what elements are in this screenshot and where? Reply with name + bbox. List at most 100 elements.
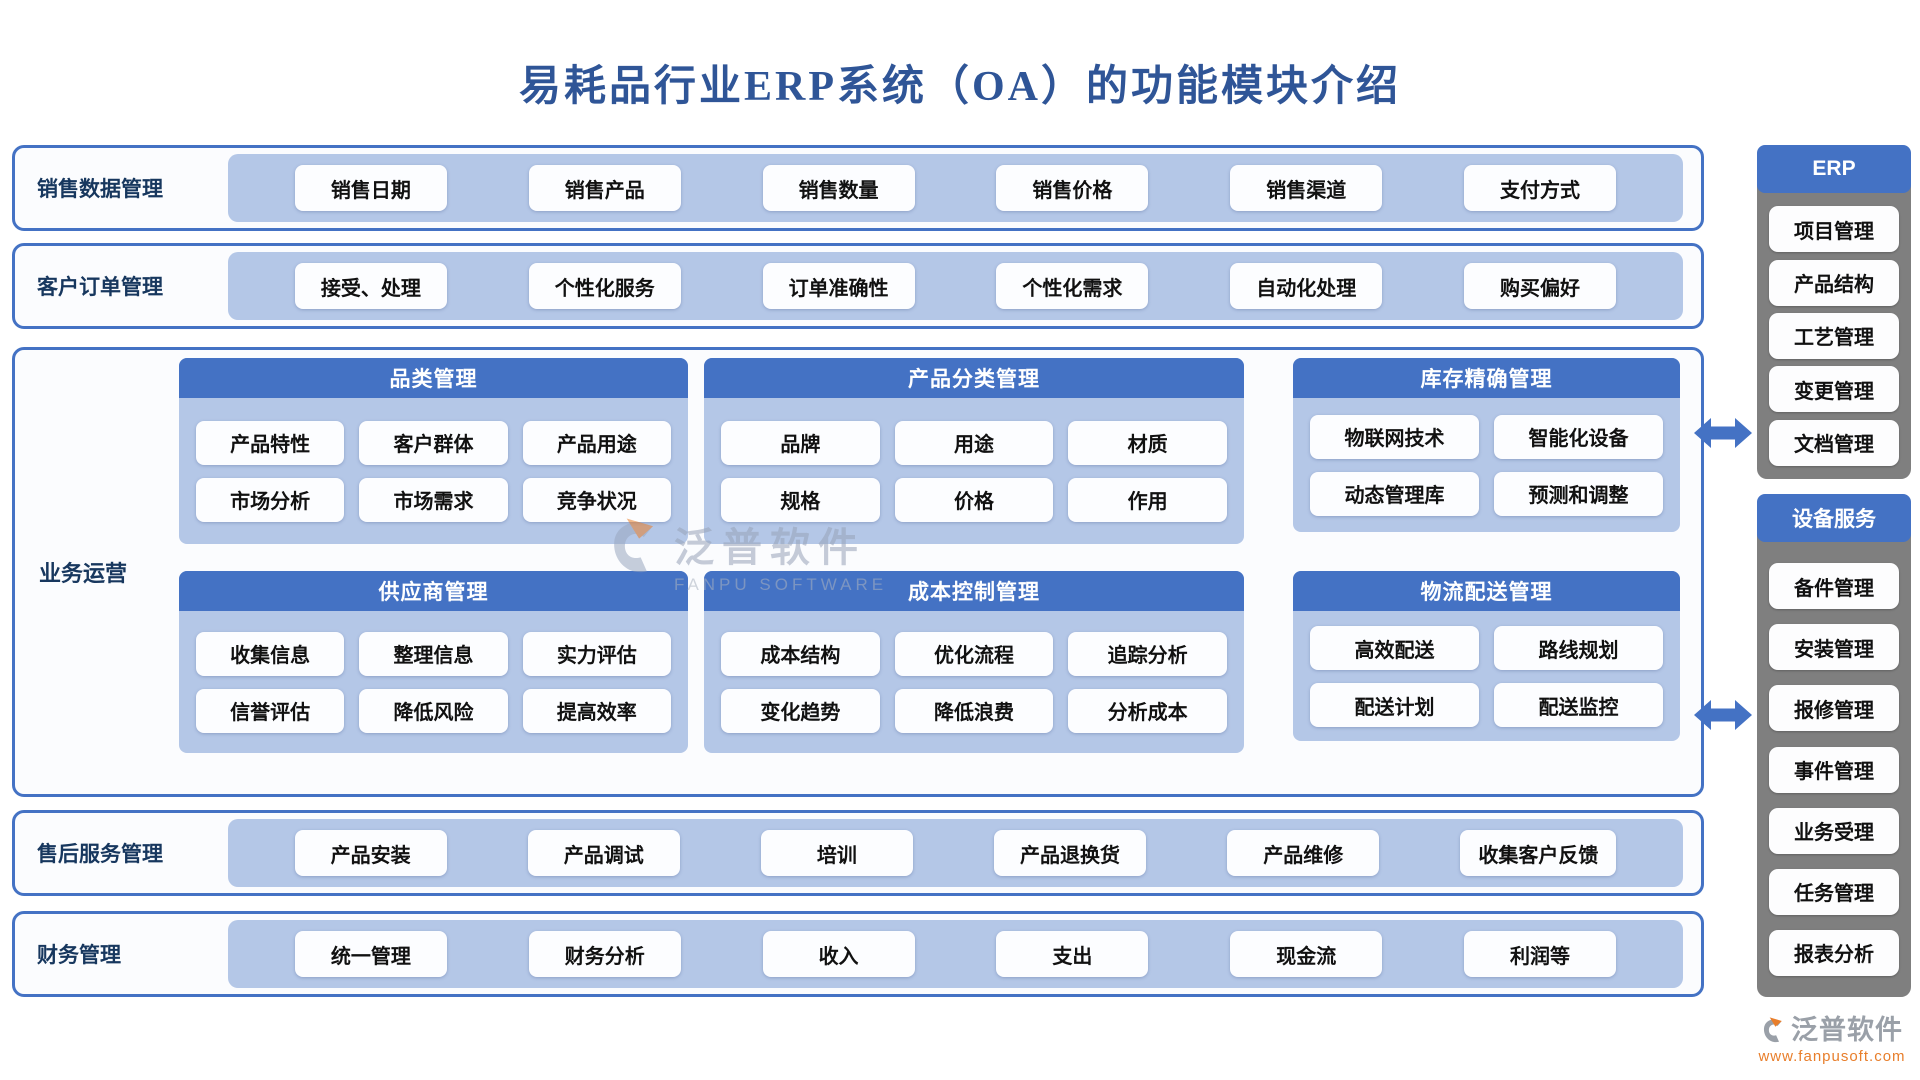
module-button[interactable]: 信誉评估 [196, 688, 345, 733]
module-button[interactable]: 支出 [996, 931, 1149, 977]
sidebar-item[interactable]: 工艺管理 [1769, 312, 1899, 359]
module-button[interactable]: 产品特性 [196, 420, 345, 465]
module-button[interactable]: 配送计划 [1310, 683, 1479, 727]
module-button[interactable]: 产品调试 [527, 830, 680, 876]
section-sales-data: 销售数据管理 销售日期 销售产品 销售数量 销售价格 销售渠道 支付方式 [12, 145, 1704, 231]
module-button[interactable]: 订单准确性 [762, 263, 915, 309]
page-title: 易耗品行业ERP系统（OA）的功能模块介绍 [518, 64, 1401, 110]
module-button[interactable]: 规格 [721, 477, 880, 522]
panel-category-management: 品类管理 产品特性客户群体产品用途市场分析市场需求竞争状况 [179, 358, 688, 544]
section-label: 财务管理 [37, 944, 121, 967]
panel-items: 高效配送路线规划配送计划配送监控 [1293, 611, 1680, 742]
module-button[interactable]: 作用 [1068, 477, 1227, 522]
sidebar-item[interactable]: 安装管理 [1769, 624, 1899, 671]
sidebar-item[interactable]: 报修管理 [1769, 685, 1899, 732]
module-button[interactable]: 用途 [894, 420, 1054, 465]
module-button[interactable]: 销售日期 [294, 165, 447, 211]
panel-items: 收集信息整理信息实力评估信誉评估降低风险提高效率 [179, 611, 688, 753]
sidebar-item[interactable]: 变更管理 [1769, 366, 1899, 413]
module-button[interactable]: 培训 [760, 830, 913, 876]
panel-title: 品类管理 [179, 358, 688, 398]
panel-items: 产品特性客户群体产品用途市场分析市场需求竞争状况 [179, 398, 688, 544]
module-button[interactable]: 动态管理库 [1310, 471, 1479, 516]
fanpu-logo-icon [1763, 1017, 1782, 1043]
sidebar-erp-title: ERP [1757, 145, 1911, 193]
module-button[interactable]: 产品维修 [1227, 830, 1380, 876]
module-button[interactable]: 路线规划 [1494, 626, 1663, 670]
module-button[interactable]: 市场需求 [359, 477, 508, 522]
module-button[interactable]: 物联网技术 [1310, 414, 1479, 459]
module-button[interactable]: 整理信息 [359, 631, 508, 676]
module-button[interactable]: 市场分析 [196, 477, 345, 522]
sidebar-item[interactable]: 任务管理 [1769, 868, 1899, 915]
panel-supplier-management: 供应商管理 收集信息整理信息实力评估信誉评估降低风险提高效率 [179, 571, 688, 753]
module-button[interactable]: 销售价格 [996, 165, 1149, 211]
module-button[interactable]: 销售数量 [762, 165, 915, 211]
section-label: 售后服务管理 [37, 843, 163, 866]
module-button[interactable]: 高效配送 [1310, 626, 1479, 670]
sidebar-item[interactable]: 备件管理 [1769, 563, 1899, 610]
module-button[interactable]: 客户群体 [359, 420, 508, 465]
panel-items: 成本结构优化流程追踪分析变化趋势降低浪费分析成本 [704, 611, 1244, 753]
module-button[interactable]: 购买偏好 [1464, 263, 1617, 309]
module-button[interactable]: 收集信息 [196, 631, 345, 676]
module-button[interactable]: 产品退换货 [994, 830, 1147, 876]
module-button[interactable]: 配送监控 [1494, 683, 1663, 727]
module-button[interactable]: 分析成本 [1068, 688, 1227, 733]
section-business-operations: 业务运营 品类管理 产品特性客户群体产品用途市场分析市场需求竞争状况 产品分类管… [12, 347, 1704, 797]
panel-inventory-precision: 库存精确管理 物联网技术智能化设备动态管理库预测和调整 [1293, 358, 1680, 532]
module-button[interactable]: 产品用途 [522, 420, 671, 465]
module-button[interactable]: 产品安装 [294, 830, 447, 876]
panel-title: 供应商管理 [179, 571, 688, 611]
footer-brand-url[interactable]: www.fanpusoft.com [1758, 1048, 1906, 1065]
module-button[interactable]: 追踪分析 [1068, 631, 1227, 676]
after-sales-band: 产品安装 产品调试 培训 产品退换货 产品维修 收集客户反馈 [228, 819, 1683, 887]
module-button[interactable]: 品牌 [721, 420, 880, 465]
module-button[interactable]: 接受、处理 [294, 263, 447, 309]
panel-title: 物流配送管理 [1293, 571, 1680, 611]
section-label: 业务运营 [39, 561, 128, 586]
sidebar-device-services: 设备服务 备件管理安装管理报修管理事件管理业务受理任务管理报表分析 [1757, 494, 1911, 997]
sidebar-erp-items: 项目管理产品结构工艺管理变更管理文档管理 [1757, 193, 1911, 479]
panel-title: 产品分类管理 [704, 358, 1244, 398]
module-button[interactable]: 销售渠道 [1230, 165, 1383, 211]
module-button[interactable]: 预测和调整 [1494, 471, 1663, 516]
module-button[interactable]: 现金流 [1230, 931, 1383, 977]
sidebar-item[interactable]: 产品结构 [1769, 259, 1899, 306]
section-label: 销售数据管理 [37, 178, 163, 201]
module-button[interactable]: 销售产品 [528, 165, 681, 211]
module-button[interactable]: 收集客户反馈 [1460, 830, 1617, 876]
module-button[interactable]: 个性化需求 [996, 263, 1149, 309]
sidebar-item[interactable]: 项目管理 [1769, 206, 1899, 253]
module-button[interactable]: 收入 [762, 931, 915, 977]
panel-items: 品牌用途材质规格价格作用 [704, 398, 1244, 544]
module-button[interactable]: 个性化服务 [528, 263, 681, 309]
sidebar-item[interactable]: 事件管理 [1769, 746, 1899, 793]
sidebar-item[interactable]: 文档管理 [1769, 419, 1899, 466]
module-button[interactable]: 价格 [894, 477, 1054, 522]
module-button[interactable]: 变化趋势 [721, 688, 880, 733]
sidebar-item[interactable]: 业务受理 [1769, 807, 1899, 854]
module-button[interactable]: 利润等 [1464, 931, 1617, 977]
module-button[interactable]: 降低风险 [359, 688, 508, 733]
module-button[interactable]: 支付方式 [1464, 165, 1617, 211]
customer-orders-band: 接受、处理 个性化服务 订单准确性 个性化需求 自动化处理 购买偏好 [228, 252, 1683, 320]
section-finance: 财务管理 统一管理 财务分析 收入 支出 现金流 利润等 [12, 911, 1704, 997]
module-button[interactable]: 竞争状况 [522, 477, 671, 522]
footer-brand-name: 泛普软件 [1791, 1015, 1903, 1046]
module-button[interactable]: 降低浪费 [894, 688, 1054, 733]
module-button[interactable]: 实力评估 [522, 631, 671, 676]
sidebar-item[interactable]: 报表分析 [1769, 929, 1899, 976]
sidebar-device-title: 设备服务 [1757, 494, 1911, 542]
module-button[interactable]: 提高效率 [522, 688, 671, 733]
section-after-sales: 售后服务管理 产品安装 产品调试 培训 产品退换货 产品维修 收集客户反馈 [12, 810, 1704, 896]
module-button[interactable]: 优化流程 [894, 631, 1054, 676]
module-button[interactable]: 成本结构 [721, 631, 880, 676]
module-button[interactable]: 材质 [1068, 420, 1227, 465]
module-button[interactable]: 自动化处理 [1230, 263, 1383, 309]
module-button[interactable]: 财务分析 [528, 931, 681, 977]
module-button[interactable]: 统一管理 [294, 931, 447, 977]
panel-logistics-delivery: 物流配送管理 高效配送路线规划配送计划配送监控 [1293, 571, 1680, 741]
module-button[interactable]: 智能化设备 [1494, 414, 1663, 459]
